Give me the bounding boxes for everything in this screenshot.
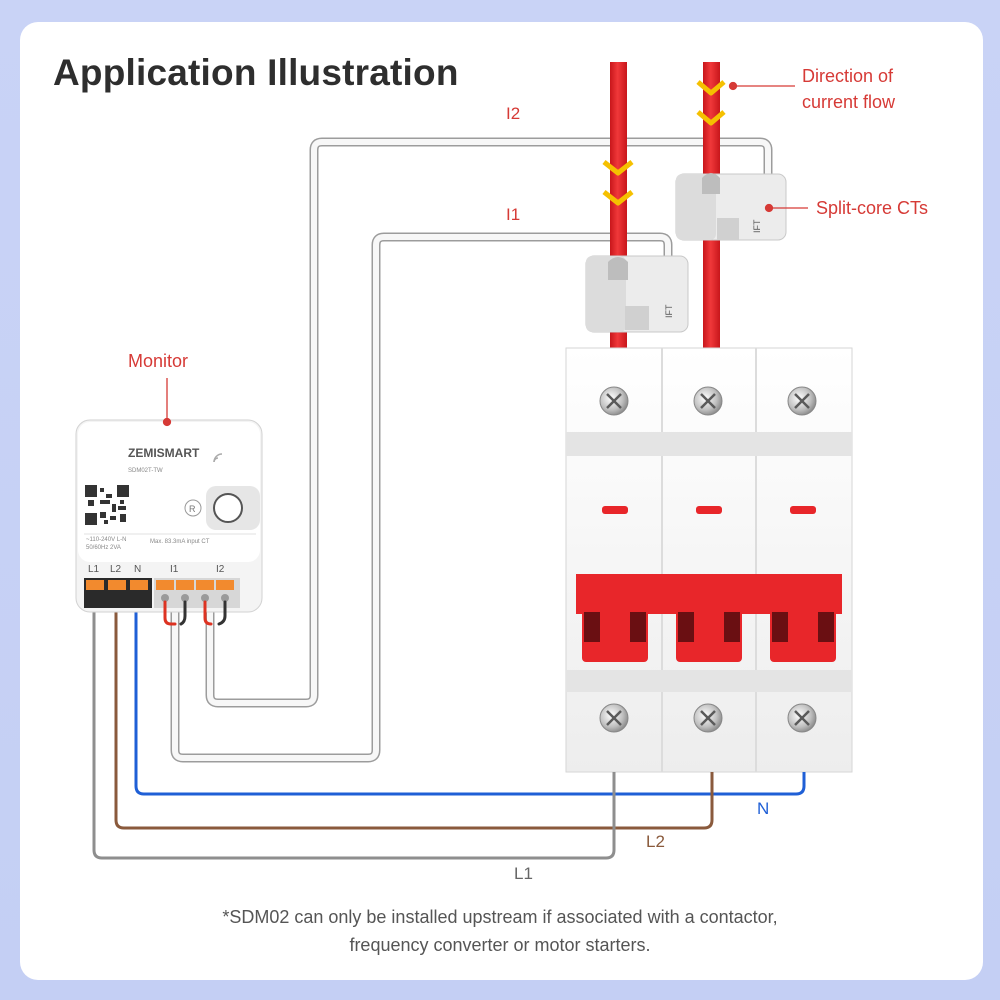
terminal-l2-label: L2 <box>110 564 122 575</box>
footnote-line1: *SDM02 can only be installed upstream if… <box>222 907 778 927</box>
page-title: Application Illustration <box>53 52 459 93</box>
qr-code-icon <box>84 484 130 526</box>
split-core-ct-left: IFT <box>585 255 689 333</box>
reset-button[interactable]: R <box>184 486 260 530</box>
device-spec-voltage: ~110-240V L-N <box>86 537 126 543</box>
ct-i2-lead <box>205 137 773 708</box>
svg-text:IFT: IFT <box>664 304 674 318</box>
split-core-label: Split-core CTs <box>816 198 929 218</box>
footnote: *SDM02 can only be installed upstream if… <box>0 903 1000 959</box>
direction-label-line2: current flow <box>802 92 896 112</box>
circuit-breaker <box>565 347 853 773</box>
wire-label-i2: I2 <box>506 104 521 123</box>
terminal-n-label: N <box>134 564 141 575</box>
wire-label-i1: I1 <box>506 205 521 224</box>
ct-i1-lead <box>170 232 673 763</box>
svg-text:R: R <box>189 504 196 514</box>
monitor-label: Monitor <box>128 351 189 371</box>
callout-lines <box>162 81 808 427</box>
terminal-l1-label: L1 <box>88 564 100 575</box>
direction-label-line1: Direction of <box>802 66 894 86</box>
device-spec-frequency: 50/60Hz 2VA <box>86 545 121 551</box>
wire-label-l2: L2 <box>646 832 665 851</box>
direction-label: Direction of current flow <box>802 63 895 115</box>
device-model: SDM02T-TW <box>128 468 163 474</box>
wire-n <box>134 600 806 796</box>
wire-label-l1: L1 <box>514 864 533 883</box>
split-core-ct-right: IFT <box>675 173 787 241</box>
terminal-i2-label: I2 <box>216 564 225 575</box>
monitor-device: ZEMISMART SDM02T-TW R ~110-240V L-N 50/6… <box>75 419 263 626</box>
svg-text:IFT: IFT <box>752 219 762 233</box>
screw-icon <box>599 386 817 733</box>
device-brand: ZEMISMART <box>128 446 200 460</box>
device-spec-ct: Max. 83.3mA input CT <box>150 539 210 545</box>
footnote-line2: frequency converter or motor starters. <box>349 935 651 955</box>
wire-l2 <box>114 600 714 830</box>
wire-l1 <box>92 600 616 860</box>
direction-arrow-icon <box>602 80 726 206</box>
wire-label-n: N <box>757 799 770 818</box>
wifi-icon <box>213 453 223 463</box>
terminal-i1-label: I1 <box>170 564 179 575</box>
